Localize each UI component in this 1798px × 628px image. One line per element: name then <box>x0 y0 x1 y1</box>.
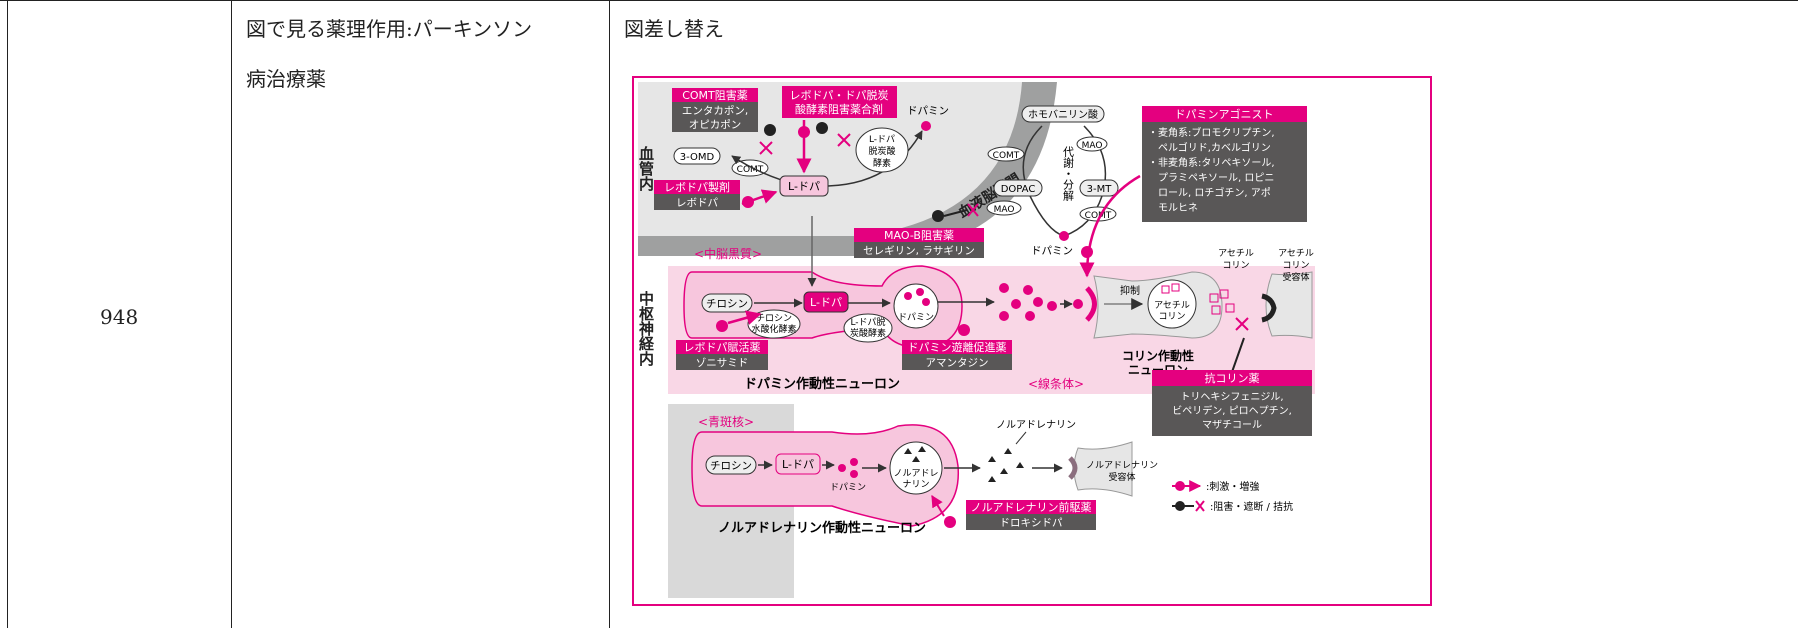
noradrenaline-label: ノルアドレナリン <box>996 419 1076 431</box>
svg-text:レボドパ賦活薬: レボドパ賦活薬 <box>684 341 761 354</box>
inhibition-label: 抑制 <box>1120 284 1140 297</box>
svg-text:アセチル: アセチル <box>1278 248 1314 259</box>
column-divider-2 <box>231 0 232 628</box>
svg-text:オピカポン: オピカポン <box>689 119 742 131</box>
svg-text:セレギリン, ラサギリン: セレギリン, ラサギリン <box>863 245 975 257</box>
ddc-vessel-line1: L-ドパ <box>869 134 895 145</box>
svg-text:ノルアドレ: ノルアドレ <box>893 469 938 479</box>
svg-text:MAO-B阻害薬: MAO-B阻害薬 <box>884 228 954 242</box>
svg-text:アマンタジン: アマンタジン <box>926 357 989 369</box>
svg-text:トリヘキシフェニジル,: トリヘキシフェニジル, <box>1180 392 1283 403</box>
svg-text:MAO: MAO <box>1082 141 1103 151</box>
svg-text:ゾニサミド: ゾニサミド <box>696 357 749 369</box>
svg-text:・麦角系:ブロモクリプチン,: ・麦角系:ブロモクリプチン, <box>1148 126 1275 139</box>
stim-icon <box>798 126 810 138</box>
svg-text:抗コリン薬: 抗コリン薬 <box>1205 371 1260 385</box>
bbb-band <box>638 82 1057 256</box>
svg-text:COMT: COMT <box>993 151 1020 161</box>
dopamine-synapse-label: ドパミン <box>1031 245 1073 257</box>
vessel-label: 血管内 <box>637 145 655 192</box>
na-receptor-line1: ノルアドレナリン <box>1086 460 1158 471</box>
svg-text:コリン: コリン <box>1282 261 1309 271</box>
anticholinergic-box: 抗コリン薬 トリヘキシフェニジル, ビペリデン, ピロヘプチン, マザチコール <box>1152 370 1312 436</box>
omd-label: 3-OMD <box>680 152 715 163</box>
column-divider-3 <box>609 0 610 628</box>
svg-text:エンタカポン,: エンタカポン, <box>682 105 748 117</box>
svg-text:・非麦角系:タリペキソール,: ・非麦角系:タリペキソール, <box>1148 157 1275 169</box>
locus-coeruleus-label: <青斑核> <box>698 415 754 429</box>
levodopa-activator-box: レボドパ賦活薬 ゾニサミド <box>676 340 768 370</box>
parkinson-pharmacology-figure: 血液脳関門 血管内 中枢神経内 COMT阻害薬 エンタカポン, オピカポン レボ… <box>632 76 1432 606</box>
svg-text:レボドパ: レボドパ <box>676 197 718 209</box>
legend: :刺激・増強 :阻害・遮断 / 拮抗 <box>1172 480 1293 513</box>
column-divider-1 <box>7 0 8 628</box>
row-number-cell: 948 <box>100 305 139 329</box>
svg-text:ナリン: ナリン <box>902 479 929 490</box>
svg-text:ドロキシドパ: ドロキシドパ <box>1000 517 1063 529</box>
svg-text:レボドパ・ドパ脱炭: レボドパ・ドパ脱炭 <box>790 88 889 102</box>
svg-text:コリン: コリン <box>1222 261 1249 271</box>
svg-text::阻害・遮断 / 拮抗: :阻害・遮断 / 拮抗 <box>1210 500 1293 513</box>
metabolism-label: 代謝・分解 <box>1062 146 1075 202</box>
svg-text:DOPAC: DOPAC <box>1001 184 1036 195</box>
ldopa-neuron <box>803 291 849 313</box>
svg-text:COMT阻害薬: COMT阻害薬 <box>682 88 748 102</box>
dopamine-agonist-box: ドパミンアゴニスト ・麦角系:ブロモクリプチン, ペルゴリド,カベルゴリン ・非… <box>1142 106 1307 222</box>
dopamine-releaser-box: ドパミン遊離促進薬 アマンタジン <box>902 340 1012 370</box>
action-cell: 図差し替え <box>624 17 724 41</box>
svg-text:ペルゴリド,カベルゴリン: ペルゴリド,カベルゴリン <box>1148 141 1271 154</box>
svg-text:アセチル: アセチル <box>1154 300 1190 311</box>
svg-text:レボドパ製剤: レボドパ製剤 <box>664 180 730 194</box>
svg-text:ロール, ロチゴチン, アポ: ロール, ロチゴチン, アポ <box>1148 186 1271 199</box>
homovanillic-label: ホモバニリン酸 <box>1028 108 1098 121</box>
na-receptor-line2: 受容体 <box>1108 471 1135 483</box>
ddc-vessel-line2: 脱炭酸 <box>868 145 895 157</box>
noradrenergic-neuron-body <box>691 424 960 527</box>
svg-text:アセチル: アセチル <box>1218 248 1254 259</box>
substantia-nigra-label: <中脳黒質> <box>694 246 762 261</box>
svg-text:ドパミン: ドパミン <box>898 312 934 323</box>
svg-text:受容体: 受容体 <box>1282 271 1309 283</box>
svg-text:L-ドパ: L-ドパ <box>788 180 820 193</box>
svg-text:L-ドパ: L-ドパ <box>810 296 842 309</box>
svg-text:ドパミン: ドパミン <box>830 482 866 493</box>
svg-text:3-MT: 3-MT <box>1087 184 1113 195</box>
svg-text:COMT: COMT <box>1085 211 1112 221</box>
table-top-border <box>0 0 1798 1</box>
title-cell-line1: 図で見る薬理作用:パーキンソン <box>246 17 533 41</box>
svg-text:チロシン: チロシン <box>710 460 752 472</box>
svg-text:ドパミン遊離促進薬: ドパミン遊離促進薬 <box>908 340 1007 354</box>
levodopa-ddci-box: レボドパ・ドパ脱炭 酸酵素阻害薬合剤 <box>782 86 897 118</box>
svg-text:マザチコール: マザチコール <box>1202 419 1262 431</box>
ddc-vessel-line3: 酵素 <box>873 157 891 169</box>
cholinergic-neuron-label-1: コリン作動性 <box>1122 348 1194 363</box>
levodopa-prep-box: レボドパ製剤 レボドパ <box>654 180 740 210</box>
svg-text:モルヒネ: モルヒネ <box>1148 202 1198 214</box>
na-precursor-box: ノルアドレナリン前駆薬 ドロキシドパ <box>966 500 1096 530</box>
svg-text:水酸化酵素: 水酸化酵素 <box>751 323 796 335</box>
tyrosine-label: チロシン <box>706 298 748 310</box>
svg-text:MAO: MAO <box>994 205 1015 215</box>
svg-text:酸酵素阻害薬合剤: 酸酵素阻害薬合剤 <box>795 102 883 116</box>
svg-text:プラミペキソール, ロピニ: プラミペキソール, ロピニ <box>1148 172 1274 184</box>
svg-text:ビペリデン, ピロヘプチン,: ビペリデン, ピロヘプチン, <box>1172 404 1292 417</box>
svg-text:チロシン: チロシン <box>756 313 792 324</box>
noradrenergic-neuron-label: ノルアドレナリン作動性ニューロン <box>718 520 926 536</box>
cns-label: 中枢神経内 <box>637 290 655 367</box>
title-cell-line2: 病治療薬 <box>246 67 326 91</box>
dopaminergic-neuron-label: ドパミン作動性ニューロン <box>744 376 900 392</box>
comt-inhibitor-box: COMT阻害薬 エンタカポン, オピカポン <box>672 88 758 132</box>
svg-text:ドパミンアゴニスト: ドパミンアゴニスト <box>1175 107 1274 121</box>
svg-text:ノルアドレナリン前駆薬: ノルアドレナリン前駆薬 <box>971 500 1092 514</box>
dopamine-vessel-label: ドパミン <box>907 105 949 117</box>
svg-text:炭酸酵素: 炭酸酵素 <box>850 327 886 339</box>
maob-inhibitor-box: MAO-B阻害薬 セレギリン, ラサギリン <box>854 228 984 258</box>
svg-text:L-ドパ脱: L-ドパ脱 <box>850 316 885 328</box>
comt-vessel-label: COMT <box>737 165 764 175</box>
block-icon <box>764 124 776 136</box>
striatum-label: <線条体> <box>1028 376 1084 391</box>
svg-text:L-ドパ: L-ドパ <box>782 458 814 471</box>
svg-text:コリン: コリン <box>1158 312 1185 322</box>
svg-text::刺激・増強: :刺激・増強 <box>1206 480 1259 493</box>
